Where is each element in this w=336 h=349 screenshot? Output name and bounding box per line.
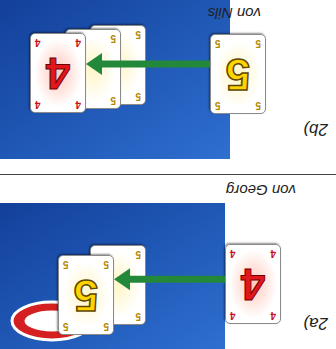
corner-number: 5	[135, 91, 141, 101]
corner-number: 5	[215, 100, 221, 110]
card-number: 5	[226, 52, 250, 96]
step-number: 2a)	[303, 313, 328, 332]
game-card: 55555	[210, 34, 266, 114]
game-card: 44444	[30, 33, 86, 113]
corner-number: 5	[135, 29, 141, 39]
corner-number: 4	[270, 248, 276, 258]
move-arrow	[114, 268, 225, 290]
corner-number: 5	[255, 38, 261, 48]
corner-number: 4	[75, 99, 81, 109]
corner-number: 4	[35, 99, 41, 109]
corner-number: 5	[255, 100, 261, 110]
corner-number: 4	[230, 310, 236, 320]
corner-number: 5	[103, 259, 109, 269]
corner-number: 4	[230, 248, 236, 258]
game-card: 44444	[225, 244, 281, 324]
card-number: 4	[46, 51, 70, 95]
divider-line	[0, 174, 336, 175]
arrow-head	[114, 268, 130, 290]
corner-number: 4	[270, 310, 276, 320]
corner-number: 5	[110, 33, 116, 43]
move-arrow	[86, 53, 210, 75]
corner-number: 4	[35, 37, 41, 47]
corner-number: 5	[110, 95, 116, 105]
play-panel	[0, 0, 230, 159]
arrow-shaft	[100, 61, 210, 68]
arrow-head	[86, 53, 102, 75]
play-panel	[0, 203, 225, 349]
corner-number: 5	[103, 321, 109, 331]
card-number: 4	[241, 262, 265, 306]
corner-number: 5	[135, 249, 141, 259]
arrow-shaft	[128, 276, 225, 283]
card-number: 5	[74, 273, 98, 317]
corner-number: 5	[135, 311, 141, 321]
corner-number: 5	[215, 38, 221, 48]
corner-number: 4	[75, 37, 81, 47]
player-note: von Georg	[226, 182, 296, 199]
player-note: von Nils	[208, 5, 261, 22]
game-card: 55555	[58, 255, 114, 335]
step-number: 2b)	[303, 119, 328, 138]
corner-number: 5	[63, 321, 69, 331]
corner-number: 5	[63, 259, 69, 269]
